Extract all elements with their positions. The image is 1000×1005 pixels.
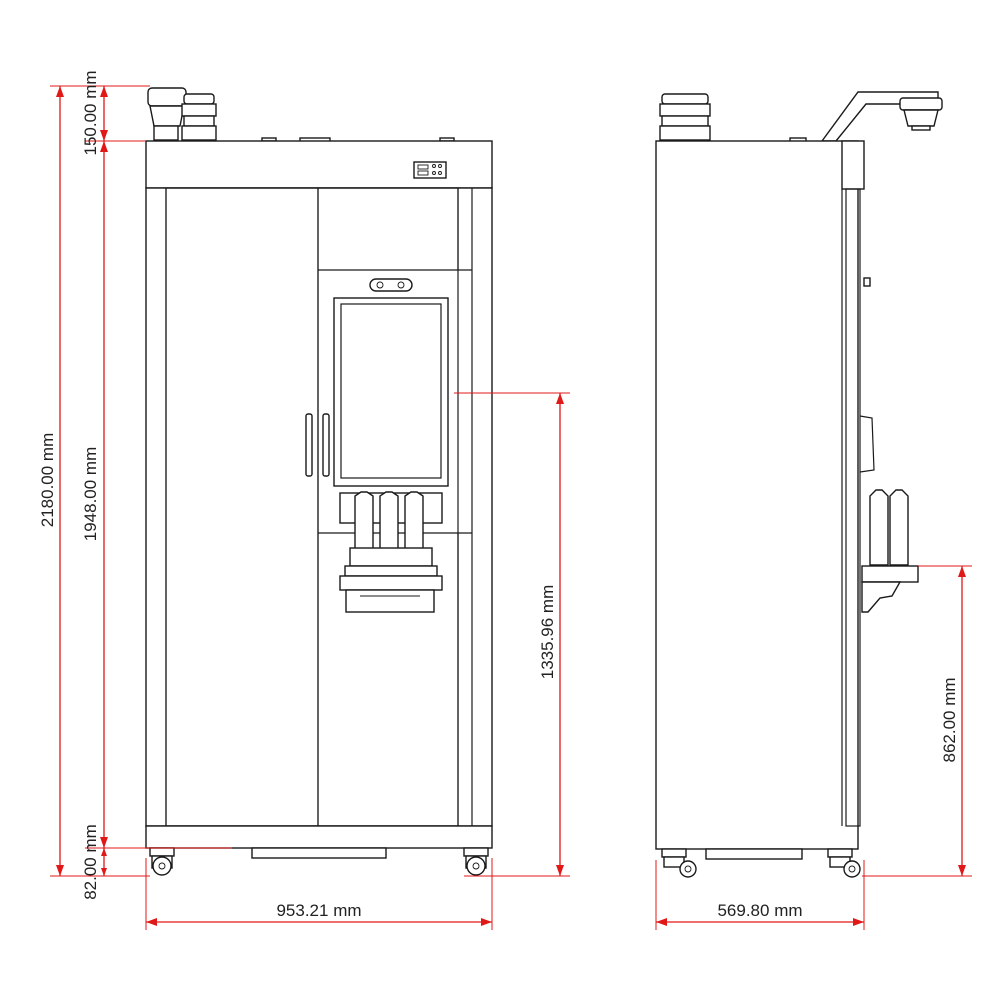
label-body-height: 1948.00 mm: [81, 447, 100, 542]
touch-screen: [333, 297, 449, 487]
label-width: 953.21 mm: [276, 901, 361, 920]
side-door-handle: [859, 415, 875, 473]
side-exhaust-arm: [820, 91, 943, 142]
left-door-handle: [305, 413, 313, 477]
side-caster-right: [827, 848, 861, 878]
logo-plate: [369, 278, 413, 292]
dimension-lines: [50, 85, 972, 930]
side-door-edge: [845, 188, 861, 827]
label-total-height: 2180.00 mm: [38, 433, 57, 528]
front-view: [145, 87, 493, 876]
label-top-module: 150.00 mm: [81, 70, 100, 155]
dimension-labels: 2180.00 mm 150.00 mm 1948.00 mm 82.00 mm…: [38, 70, 959, 920]
side-caster-left: [661, 848, 697, 878]
side-body: [655, 140, 859, 850]
side-view: [655, 91, 943, 878]
front-base: [145, 825, 493, 849]
bottle-dispenser: [339, 491, 443, 613]
control-panel: [413, 161, 447, 179]
front-drip-tray: [251, 847, 387, 859]
label-depth: 569.80 mm: [717, 901, 802, 920]
side-bottle-shelf: [861, 489, 919, 613]
label-dispenser-height: 1335.96 mm: [538, 585, 557, 680]
side-top-module: [659, 93, 807, 143]
side-drip-tray: [705, 848, 803, 860]
front-caster-left: [149, 847, 175, 876]
front-top-module: [147, 87, 455, 143]
right-door-handle: [322, 413, 330, 477]
label-shelf-height: 862.00 mm: [940, 677, 959, 762]
label-caster-height: 82.00 mm: [81, 824, 100, 900]
front-caster-right: [463, 847, 489, 876]
